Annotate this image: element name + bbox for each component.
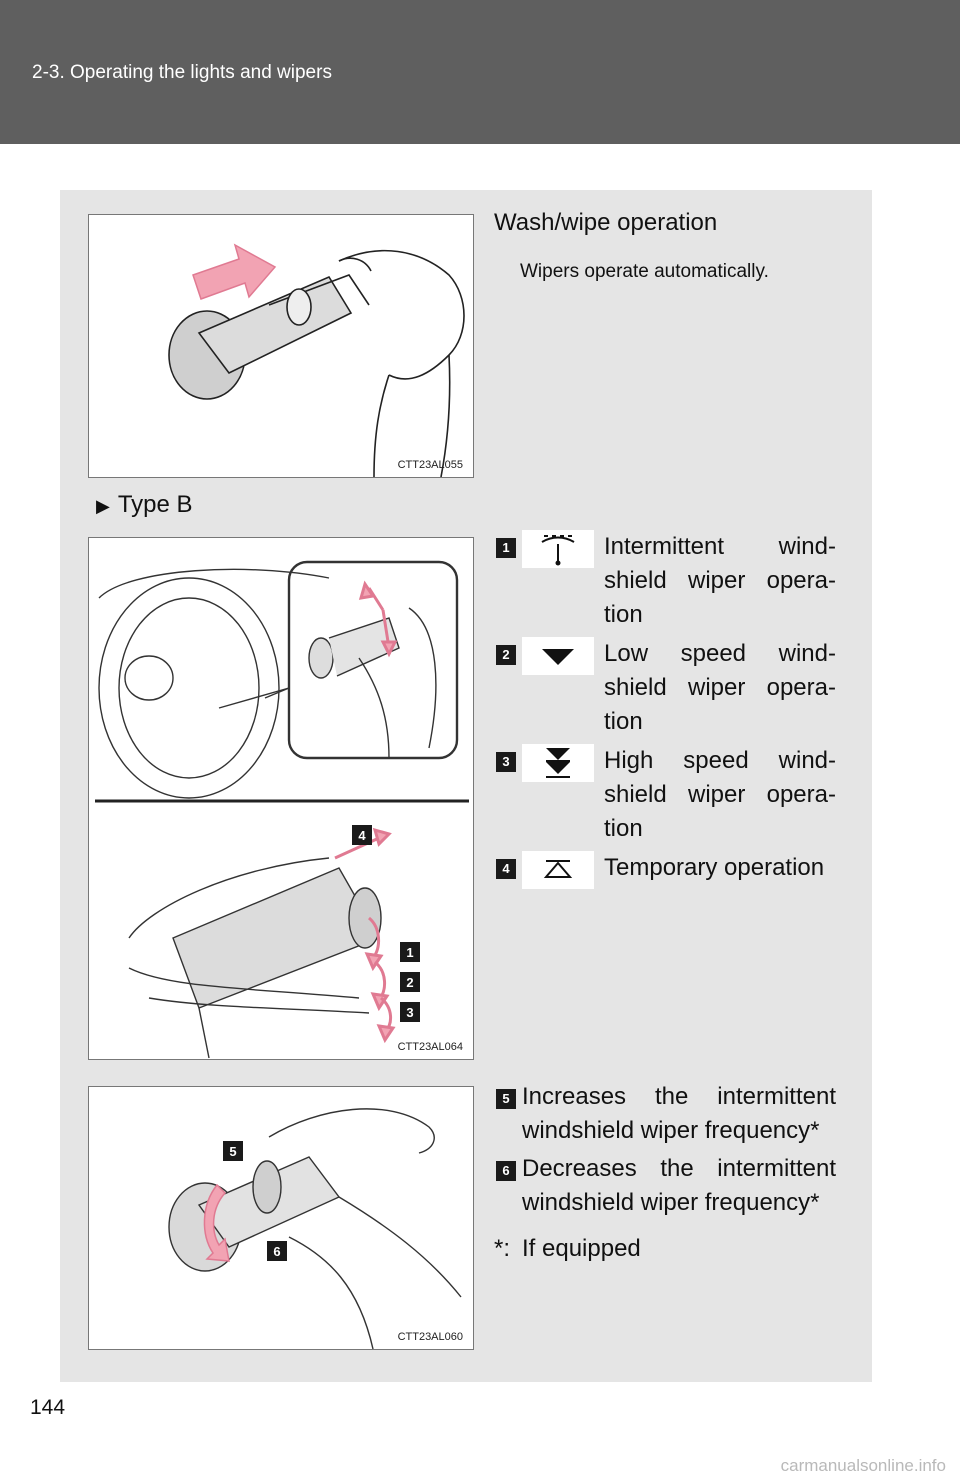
play-arrow-icon: ▶ <box>96 496 110 516</box>
freq-text-line: Decreases the intermittent <box>522 1155 836 1182</box>
mode-text-line: Low speed wind- <box>604 640 836 667</box>
mode-text-line: shield wiper opera- <box>604 674 836 701</box>
figure-code: CTT23AL064 <box>397 1041 463 1053</box>
freq-text-line: windshield wiper frequency* <box>522 1189 820 1216</box>
mode-text-line: shield wiper opera- <box>604 781 836 808</box>
mode-text-line: tion <box>604 601 643 628</box>
callout-6: 6 <box>273 1244 280 1259</box>
figure-wash-wipe: CTT23AL055 <box>88 214 474 478</box>
mode-text-line: Intermittent wind- <box>604 533 836 560</box>
type-b-label: Type B <box>117 491 193 518</box>
footnote-marker: *: <box>494 1235 511 1262</box>
mode-text-line: tion <box>604 815 643 842</box>
freq-number: 6 <box>496 1161 516 1181</box>
high-speed-double-arrow-icon <box>522 744 594 782</box>
frequency-ring-illustration: 5 6 <box>168 1108 462 1349</box>
mode-number: 2 <box>496 645 516 665</box>
wash-description: Wipers operate automatically. <box>520 261 769 282</box>
callout-2: 2 <box>406 975 413 990</box>
figure-type-b-lever: 4 1 2 3 CTT23AL064 <box>88 537 474 1060</box>
callout-5: 5 <box>229 1144 236 1159</box>
footnote-text: If equipped <box>522 1235 641 1262</box>
mode-text-line: shield wiper opera- <box>604 567 836 594</box>
wash-title: Wash/wipe operation <box>494 209 718 236</box>
intermittent-wiper-icon <box>522 530 594 568</box>
freq-text-line: Increases the intermittent <box>522 1083 836 1110</box>
page-header: 2-3. Operating the lights and wipers <box>0 0 960 144</box>
low-speed-arrow-icon <box>522 637 594 675</box>
mode-text-line: Temporary operation <box>604 854 825 881</box>
rotation-arrow <box>203 1183 230 1262</box>
figure-code: CTT23AL055 <box>397 459 463 471</box>
mode-text-line: High speed wind- <box>604 747 836 774</box>
section-title: 2-3. Operating the lights and wipers <box>32 62 332 83</box>
watermark: carmanualsonline.info <box>780 1456 946 1475</box>
steering-and-lever-illustration: 4 1 2 3 <box>95 560 469 1059</box>
pull-arrow <box>192 243 277 300</box>
freq-number: 5 <box>496 1089 516 1109</box>
mode-number: 3 <box>496 752 516 772</box>
page-number: 144 <box>30 1396 66 1419</box>
figure-frequency-adjust: 5 6 CTT23AL060 <box>88 1086 474 1350</box>
wiper-lever-pull-illustration <box>168 243 465 477</box>
mode-number: 4 <box>496 859 516 879</box>
figure-code: CTT23AL060 <box>397 1331 463 1343</box>
callout-4: 4 <box>358 828 366 843</box>
callout-1: 1 <box>406 945 413 960</box>
callout-badges: 4 1 2 3 <box>352 825 420 1022</box>
callout-3: 3 <box>406 1005 413 1020</box>
mode-text-line: tion <box>604 708 643 735</box>
type-b-heading: ▶ Type B <box>96 488 193 523</box>
movement-arrows <box>334 580 398 1044</box>
mode-number: 1 <box>496 538 516 558</box>
freq-text-line: windshield wiper frequency* <box>522 1117 820 1144</box>
mist-up-arrow-icon <box>522 851 594 889</box>
